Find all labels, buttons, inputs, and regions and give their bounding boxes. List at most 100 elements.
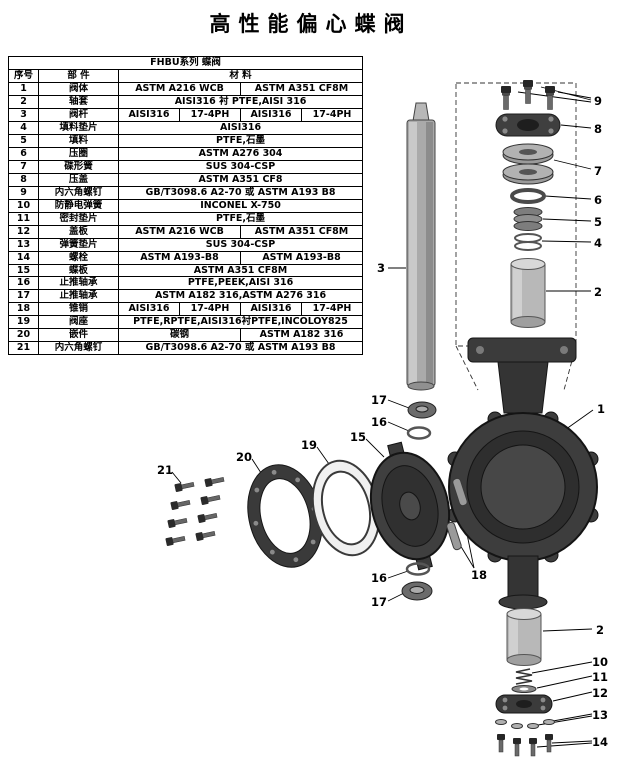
disc-springs [502,143,554,185]
part-no: 19 [8,315,39,330]
table-row: 9 内六角螺钉 GB/T3098.6 A2-70 或 ASTM A193 B8 [8,185,364,200]
part-no: 13 [8,237,39,252]
header-part: 部 件 [38,68,119,83]
table-row: 8 压盖 ASTM A351 CF8 [8,172,364,187]
part-name: 盖板 [38,224,119,239]
callout-label: 12 [592,686,608,700]
part-name: 填料 [38,133,119,148]
callout-label: 21 [157,463,173,477]
part-no: 12 [8,224,39,239]
table-row: 11 密封垫片 PTFE,石墨 [8,211,364,226]
part-name: 压盖 [38,172,119,187]
callout-label: 5 [594,215,602,229]
part-no: 21 [8,341,39,356]
part-material: AISI316 [117,120,364,135]
seat-insert-ring [247,464,323,568]
table-row: 17 止推轴承 ASTM A182 316,ASTM A276 316 [8,289,364,304]
part-no: 17 [8,289,39,304]
cover-plate [495,694,553,714]
part-material: 17-4PH [300,107,364,122]
thrust-bearing-bottom [401,581,433,601]
part-material: AISI316 [118,107,180,122]
part-material: ASTM A216 WCB [118,224,241,239]
packing-gasket [514,233,542,251]
table-series-row: FHBU系列 蝶阀 [7,56,364,70]
part-material: 17-4PH [179,107,241,122]
part-name: 蝶板 [38,263,119,278]
projection-line [455,345,479,391]
packing-stack [513,207,543,231]
part-no: 20 [8,328,39,343]
hex-socket-screws-left [165,477,225,546]
callout-label: 16 [371,415,387,429]
part-no: 5 [8,133,39,148]
callout-label: 2 [594,285,602,299]
callout-label: 7 [594,164,602,178]
part-material: AISI316 [118,302,180,317]
part-material: ASTM A351 CF8M [239,224,364,239]
shaft-bushing-bottom [506,608,542,666]
table-row: 20 嵌件 碳钢 ASTM A182 316 [8,328,364,343]
hex-socket-screws-top [501,80,555,110]
callout-label: 16 [371,571,387,585]
part-name: 止推轴承 [38,276,119,291]
callout-label: 20 [236,450,252,464]
thrust-bearing-top [407,401,437,419]
part-name: 阀杆 [38,107,119,122]
table-header-row: 序号 部 件 材 料 [8,68,364,83]
table-row: 10 防静电弹簧 INCONEL X-750 [8,198,364,213]
callout-label: 14 [592,735,608,749]
part-name: 锥销 [38,302,119,317]
spring-washers [495,719,555,729]
part-material: ASTM A193-B8 [118,250,241,265]
valve-seat [311,459,381,557]
part-name: 防静电弹簧 [38,198,119,213]
parts-table: FHBU系列 蝶阀 序号 部 件 材 料 1 阀体 ASTM A216 WCB … [7,56,364,356]
header-material: 材 料 [117,68,364,83]
table-row: 15 蝶板 ASTM A351 CF8M [8,263,364,278]
part-material: ASTM A276 304 [117,146,364,161]
part-material: SUS 304-CSP [117,159,364,174]
table-row: 18 锥销 AISI316 17-4PH AISI316 17-4PH [8,302,364,317]
callout-label: 6 [594,193,602,207]
part-material: ASTM A182 316,ASTM A276 316 [117,289,364,304]
table-row: 2 轴套 AISI316 衬 PTFE,AISI 316 [8,94,364,109]
part-material: ASTM A351 CF8 [117,172,364,187]
leader-lines [171,86,594,748]
part-no: 10 [8,198,39,213]
part-no: 16 [8,276,39,291]
shaft-bushing-top [510,258,546,328]
gland-plate [495,113,561,137]
part-material: ASTM A182 316 [239,328,364,343]
table-row: 1 阀体 ASTM A216 WCB ASTM A351 CF8M [8,81,364,96]
part-material: AISI316 [240,302,302,317]
part-name: 弹簧垫片 [38,237,119,252]
part-material: ASTM A351 CF8M [117,263,364,278]
page-title: 高性能偏心蝶阀 [209,12,413,36]
part-no: 8 [8,172,39,187]
seal-gasket [511,685,537,693]
table-row: 12 盖板 ASTM A216 WCB ASTM A351 CF8M [8,224,364,239]
table-row: 13 弹簧垫片 SUS 304-CSP [8,237,364,252]
part-material: ASTM A216 WCB [118,81,241,96]
part-name: 阀座 [38,315,119,330]
part-material: PTFE,石墨 [117,133,364,148]
callout-label: 3 [377,261,385,275]
part-name: 止推轴承 [38,289,119,304]
part-name: 内六角螺钉 [38,341,119,356]
callout-label: 15 [350,430,366,444]
butterfly-disc [369,441,451,571]
table-row: 16 止推轴承 PTFE,PEEK,AISI 316 [8,276,364,291]
thrust-washer-bottom [405,562,431,576]
part-name: 嵌件 [38,328,119,343]
part-no: 7 [8,159,39,174]
table-row: 21 内六角螺钉 GB/T3098.6 A2-70 或 ASTM A193 B8 [8,341,364,356]
callout-label: 2 [596,623,604,637]
part-no: 11 [8,211,39,226]
part-material: PTFE,PEEK,AISI 316 [117,276,364,291]
series-label: FHBU系列 蝶阀 [7,56,364,70]
part-material: AISI316 [240,107,302,122]
part-no: 14 [8,250,39,265]
